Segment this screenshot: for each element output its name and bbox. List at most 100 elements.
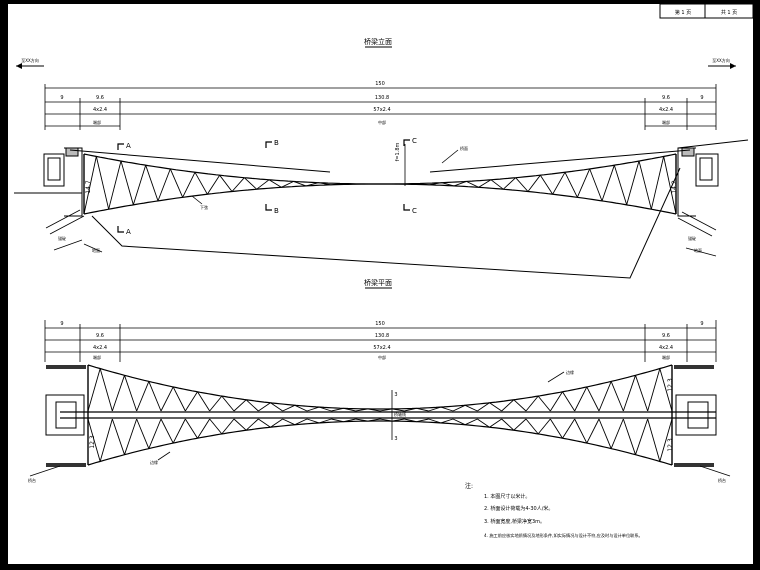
plan-edge-left [46, 365, 86, 369]
truss-diagonal [95, 156, 110, 210]
truss-diagonal [330, 183, 344, 186]
direction-label-left: 至XX方向 [21, 57, 38, 63]
plan-dim-span-right: 9.6 [662, 333, 670, 339]
note-4: 4. 施工前应核实地质情况及地形条件,如实际情况与设计不符,应及时与设计单位联系… [484, 532, 643, 539]
plan-diagonal [294, 404, 308, 412]
truss-diagonal [182, 172, 196, 198]
elevation-dimensions [44, 84, 717, 130]
elevation-truss [69, 149, 691, 215]
plan-edge-label-top: 边缘 [566, 369, 574, 375]
title-block-cell2: 共 1 页 [721, 9, 737, 16]
elev-dim-span-mid: 130.8 [375, 95, 389, 101]
plan-dim-panel-right: 4x2.4 [659, 345, 673, 351]
plan-dim-span-left: 9.6 [96, 333, 104, 339]
truss-diagonal [342, 183, 356, 185]
plan-diagonal [258, 418, 271, 428]
plan-diagonal [306, 418, 320, 424]
plan-diagonal [549, 391, 563, 412]
plan-diagonal [647, 418, 661, 462]
plan-diagonal [233, 399, 247, 412]
plan-width-left: 12.3 [89, 435, 96, 449]
plan-diagonal [221, 395, 235, 412]
note-3: 3. 桥面宽度,桥梁净宽3m。 [484, 518, 545, 525]
plan-dim-side-right: 9 [700, 321, 703, 327]
plan-title: 桥梁平面 [364, 278, 392, 287]
plan-diagonal [647, 368, 661, 412]
elev-dim-panel-mid: 57x2.4 [373, 107, 390, 113]
note-1: 1. 本图尺寸以米计。 [484, 493, 530, 500]
plan-zone-left: 端部 [93, 354, 101, 360]
plan-diagonal [598, 418, 612, 449]
plan-diagonal [197, 391, 211, 412]
plan-diagonal [477, 402, 490, 412]
plan-diagonal [294, 418, 308, 426]
plan-abutment-left [45, 394, 85, 436]
plan-width-right-lower: 12.3 [667, 438, 674, 452]
truss-diagonal [650, 156, 665, 210]
truss-diagonal [244, 177, 257, 190]
truss-diagonal [613, 165, 628, 205]
plan-diagonal [622, 418, 636, 455]
elev-zone-mid: 中部 [378, 119, 386, 125]
plan-diagonal [87, 418, 101, 462]
truss-diagonal [564, 172, 578, 198]
plan-diagonal [319, 406, 332, 412]
plan-diagonal [282, 418, 296, 426]
elev-dim-panel-right: 4x2.4 [659, 107, 673, 113]
truss-diagonal [256, 179, 270, 190]
plan-diagonal [537, 418, 551, 435]
plan-diagonal [172, 418, 186, 444]
plan-diagonal [209, 395, 223, 412]
elev-dim-span-right: 9.6 [662, 95, 670, 101]
anchor-left [45, 209, 103, 253]
section-markers [117, 139, 410, 233]
plan-diagonal [355, 418, 368, 422]
plan-diagonal [148, 418, 162, 449]
truss-diagonal [503, 177, 516, 190]
plan-diagonal [562, 418, 576, 439]
plan-diagonal [99, 368, 113, 412]
truss-diagonal [108, 160, 122, 210]
truss-diagonal [453, 180, 467, 187]
elev-depth-end-right: 14.2 [671, 180, 678, 194]
elev-dim-total: 150 [375, 81, 385, 87]
plan-diagonal [367, 418, 381, 422]
elevation-ground-line [91, 167, 681, 279]
plan-diagonal [440, 418, 454, 424]
elev-dim-side-right: 9 [700, 95, 703, 101]
plan-width-right-upper: 12.3 [667, 378, 674, 392]
plan-diagonal [598, 381, 612, 412]
label-ground-right: 地面 [694, 247, 702, 253]
truss-diagonal [281, 180, 294, 188]
plan-diagonal [343, 407, 356, 412]
anchor-right [677, 211, 717, 257]
plan-diagonal [282, 404, 296, 412]
plan-diagonal [148, 381, 162, 412]
plan-chord-bottom [87, 420, 673, 466]
label-anchor-right: 锚碇 [688, 235, 696, 241]
elev-depth-end-left: 14.7 [85, 180, 92, 194]
plan-dim-span-mid: 130.8 [375, 333, 389, 339]
plan-diagonal [501, 418, 515, 431]
plan-diagonal [367, 408, 381, 412]
title-block-cell1: 第 1 页 [675, 9, 691, 16]
plan-diagonal [562, 391, 576, 412]
truss-diagonal [145, 165, 159, 202]
truss-diagonal [169, 168, 184, 198]
plan-diagonal [574, 418, 588, 444]
elevation-title: 桥梁立面 [364, 37, 392, 46]
truss-diagonal [626, 160, 640, 205]
plan-view: 桥梁平面 150 9 9 9.6 130.8 9.6 4x2.4 57x2.4 … [28, 278, 731, 483]
plan-abut-label-left: 桥台 [28, 477, 36, 483]
plan-diagonal [622, 375, 636, 412]
plan-diagonal [221, 418, 235, 435]
section-c-bottom: C [412, 207, 417, 215]
deck-line-left [69, 149, 331, 173]
truss-diagonal [231, 177, 245, 192]
plan-abutment-right [675, 394, 717, 436]
plan-diagonal [343, 418, 356, 423]
plan-diagonal [586, 386, 600, 412]
truss-diagonal [293, 180, 307, 187]
plan-diagonal [513, 418, 527, 431]
title-block [659, 3, 754, 19]
